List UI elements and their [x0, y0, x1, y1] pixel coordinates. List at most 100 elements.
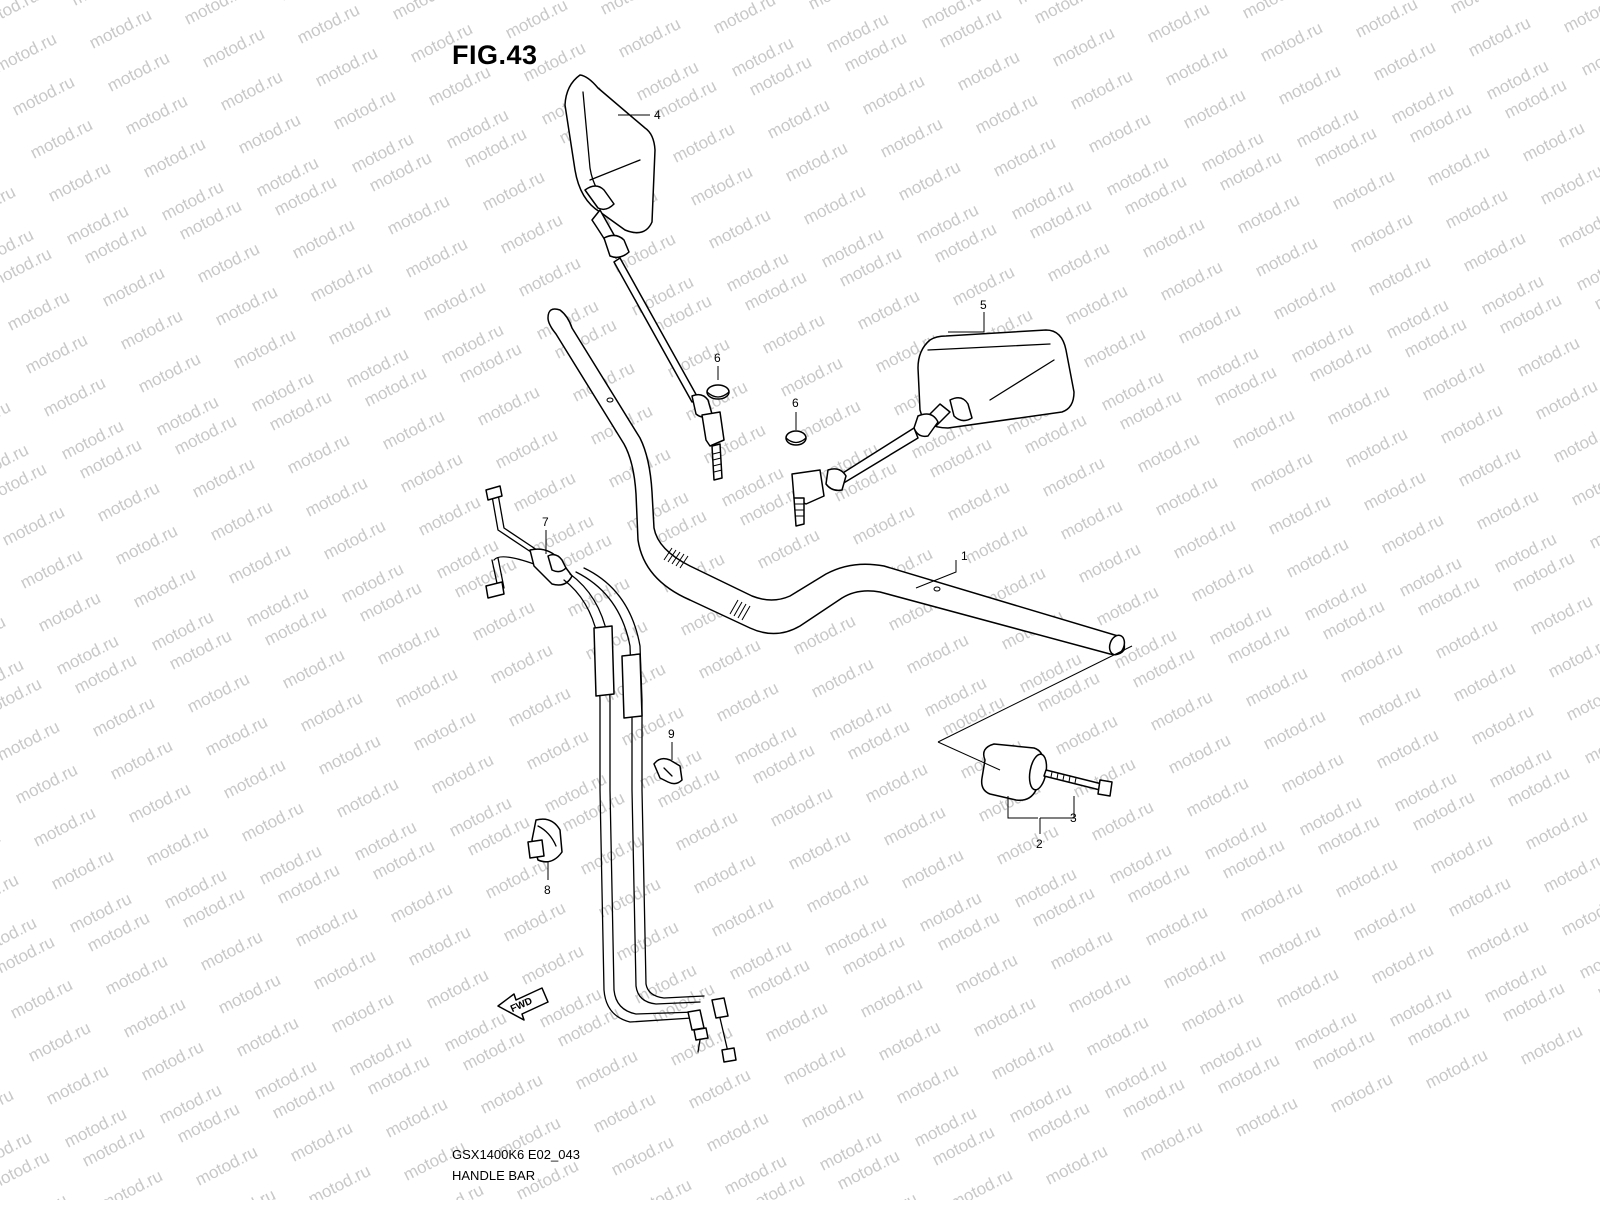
watermark-text: motod.ru [194, 239, 262, 286]
watermark-text: motod.ru [212, 282, 280, 329]
watermark-text: motod.ru [330, 86, 398, 133]
watermark-text: motod.ru [117, 306, 185, 353]
watermark-text: motod.ru [515, 253, 583, 300]
watermark-text: motod.ru [972, 90, 1040, 137]
leader-lines [545, 114, 1133, 880]
watermark-text: motod.ru [1573, 247, 1600, 294]
watermark-text: motod.ru [27, 115, 95, 162]
watermark-text: motod.ru [1093, 582, 1161, 629]
watermark-text: motod.ru [25, 1018, 93, 1065]
watermark-text: motod.ru [0, 827, 4, 874]
watermark-text: motod.ru [1265, 491, 1333, 538]
watermark-text: motod.ru [1368, 940, 1436, 987]
watermark-text: motod.ru [497, 210, 565, 257]
watermark-text: motod.ru [1360, 467, 1428, 514]
watermark-text: motod.ru [1352, 0, 1420, 42]
watermark-text: motod.ru [993, 821, 1061, 868]
watermark-text: motod.ru [4, 287, 72, 334]
watermark-text: motod.ru [112, 521, 180, 568]
watermark-text: motod.ru [1260, 706, 1328, 753]
watermark-text: motod.ru [102, 951, 170, 998]
watermark-text: motod.ru [43, 1061, 111, 1108]
watermark-text: motod.ru [895, 157, 963, 204]
watermark-text: motod.ru [759, 310, 827, 357]
watermark-text: motod.ru [1255, 921, 1323, 968]
part-5-right-mirror [791, 329, 1075, 527]
watermark-text: motod.ru [947, 1165, 1015, 1200]
watermark-text: motod.ru [754, 525, 822, 572]
callout-2: 2 [1036, 837, 1043, 851]
watermark-text: motod.ru [1031, 0, 1099, 28]
part-3-balancer-bolt [1043, 769, 1113, 797]
watermark-text: motod.ru [325, 301, 393, 348]
watermark-text: motod.ru [1455, 443, 1523, 490]
watermark-text: motod.ru [1532, 376, 1600, 423]
callout-labels: 1 2 3 4 5 6 6 7 8 9 [542, 108, 1077, 897]
watermark-text: motod.ru [849, 501, 917, 548]
watermark-text: motod.ru [672, 807, 740, 854]
watermark-text: motod.ru [189, 454, 257, 501]
watermark-text: motod.ru [1337, 639, 1405, 686]
watermark-text: motod.ru [510, 468, 578, 515]
watermark-text: motod.ru [1273, 964, 1341, 1011]
watermark-text: motod.ru [68, 0, 136, 10]
callout-6-lower: 6 [792, 396, 799, 410]
part-9-cable-clip [653, 757, 683, 785]
watermark-text: motod.ru [1442, 185, 1510, 232]
watermark-text: motod.ru [1160, 945, 1228, 992]
watermark-text: motod.ru [1085, 109, 1153, 156]
watermark-text: motod.ru [705, 205, 773, 252]
watermark-text: motod.ru [307, 258, 375, 305]
watermark-text: motod.ru [898, 845, 966, 892]
watermark-text: motod.ru [803, 869, 871, 916]
watermark-text: motod.ru [217, 67, 285, 114]
watermark-text: motod.ru [880, 802, 948, 849]
watermark-text: motod.ru [7, 975, 75, 1022]
watermark-text: motod.ru [798, 1084, 866, 1131]
figure-code: GSX1400K6 E02_043 [452, 1147, 580, 1162]
watermark-text: motod.ru [0, 870, 22, 917]
watermark-text: motod.ru [1350, 897, 1418, 944]
watermark-text: motod.ru [1355, 682, 1423, 729]
callout-5: 5 [980, 298, 987, 312]
watermark-text: motod.ru [233, 1013, 301, 1060]
watermark-text: motod.ru [595, 874, 663, 921]
watermark-text: motod.ru [48, 846, 116, 893]
watermark-text: motod.ru [297, 688, 365, 735]
watermark-text: motod.ru [1568, 462, 1600, 509]
watermark-text: motod.ru [859, 71, 927, 118]
watermark-text: motod.ru [238, 798, 306, 845]
watermark-text: motod.ru [17, 545, 85, 592]
watermark-text: motod.ru [1519, 118, 1587, 165]
watermark-text: motod.ru [0, 502, 68, 549]
watermark-text: motod.ru [857, 974, 925, 1021]
watermark-text: motod.ru [138, 1037, 206, 1084]
watermark-text: motod.ru [877, 114, 945, 161]
watermark-text: motod.ru [564, 573, 632, 620]
watermark-text: motod.ru [962, 520, 1030, 567]
watermark-text: motod.ru [1586, 505, 1600, 552]
watermark-text: motod.ru [418, 1180, 486, 1200]
watermark-text: motod.ru [94, 478, 162, 525]
watermark-text: motod.ru [710, 0, 778, 38]
watermark-text: motod.ru [1378, 510, 1446, 557]
watermark-text: motod.ru [1432, 615, 1500, 662]
watermark-text: motod.ru [0, 0, 42, 34]
watermark-text: motod.ru [690, 850, 758, 897]
watermark-text: motod.ru [415, 492, 483, 539]
watermark-text: motod.ru [1327, 1069, 1395, 1116]
watermark-text: motod.ru [1067, 66, 1135, 113]
part-6-mirror-cap-lower [785, 430, 807, 446]
watermark-text: motod.ru [1052, 711, 1120, 758]
watermark-text: motod.ru [1450, 658, 1518, 705]
watermark-text: motod.ru [1283, 534, 1351, 581]
watermark-text: motod.ru [35, 588, 103, 635]
watermark-text: motod.ru [1419, 357, 1487, 404]
watermark-text: motod.ru [954, 47, 1022, 94]
watermark-text: motod.ru [1578, 32, 1600, 79]
watermark-text: motod.ru [428, 750, 496, 797]
watermark-text: motod.ru [181, 0, 249, 29]
watermark-text: motod.ru [703, 1108, 771, 1155]
watermark-text: motod.ru [130, 564, 198, 611]
